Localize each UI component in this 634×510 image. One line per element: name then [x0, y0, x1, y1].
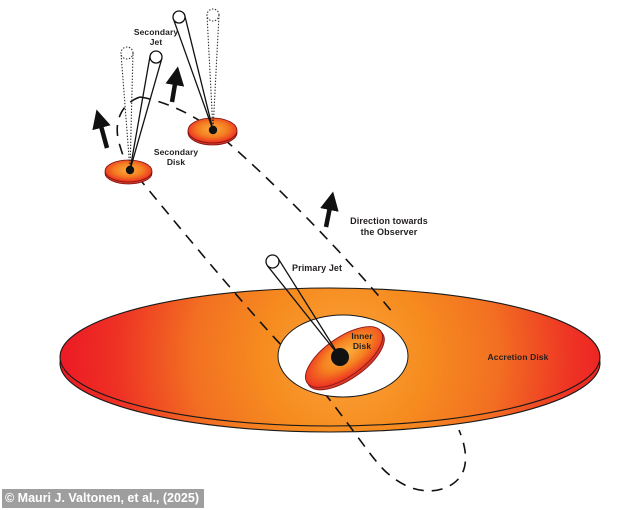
accretion-disk-label: Accretion Disk: [487, 352, 549, 362]
secondary-disk-label-line1: Secondary: [153, 147, 199, 157]
jet-tip-circle: [172, 10, 186, 24]
inner-region: [265, 254, 409, 398]
direction-observer-label: Direction towards the Observer: [329, 216, 449, 238]
inner-disk-label-line2: Disk: [352, 341, 372, 351]
credit-bar: © Mauri J. Valtonen, et al., (2025): [2, 489, 204, 508]
direction-observer-label-line1: Direction towards: [350, 216, 428, 226]
jet-tip-circle: [149, 50, 163, 64]
direction-observer-label-line2: the Observer: [360, 227, 418, 237]
inner-disk-label: Inner Disk: [337, 331, 387, 351]
primary-black-hole: [331, 348, 349, 366]
secondary-disk-label: Secondary Disk: [136, 147, 216, 167]
primary-jet-label: Primary Jet: [292, 263, 343, 273]
inner-disk-label-line1: Inner: [351, 331, 373, 341]
secondary-black-hole-left: [125, 165, 135, 175]
secondary-jet-label: Secondary Jet: [116, 27, 196, 47]
secondary-disk-label-line2: Disk: [166, 157, 186, 167]
secondary-jet-label-line1: Secondary: [133, 27, 179, 37]
secondary-jet-left-solid: [129, 50, 163, 171]
jet-tip-circle-dotted: [120, 46, 134, 60]
secondary-jet-right-dotted: [206, 8, 220, 131]
secondary-jet-label-line2: Jet: [149, 37, 163, 47]
up-arrow-icon-left: [92, 109, 111, 149]
primary-jet: [265, 254, 341, 358]
up-arrow-icon-middle: [165, 66, 185, 103]
secondary-jet-left-dotted: [120, 46, 134, 171]
primary-jet-tip-circle: [265, 254, 280, 269]
secondary-disk-left: [104, 46, 163, 185]
secondary-disk-right: [172, 8, 238, 146]
secondary-jet-right-solid: [172, 10, 214, 131]
jet-tip-circle-dotted: [206, 8, 220, 22]
up-arrow-icon-observer: [320, 191, 339, 228]
orbit-dashed-path: [116, 96, 467, 492]
secondary-black-hole-right: [208, 125, 218, 135]
